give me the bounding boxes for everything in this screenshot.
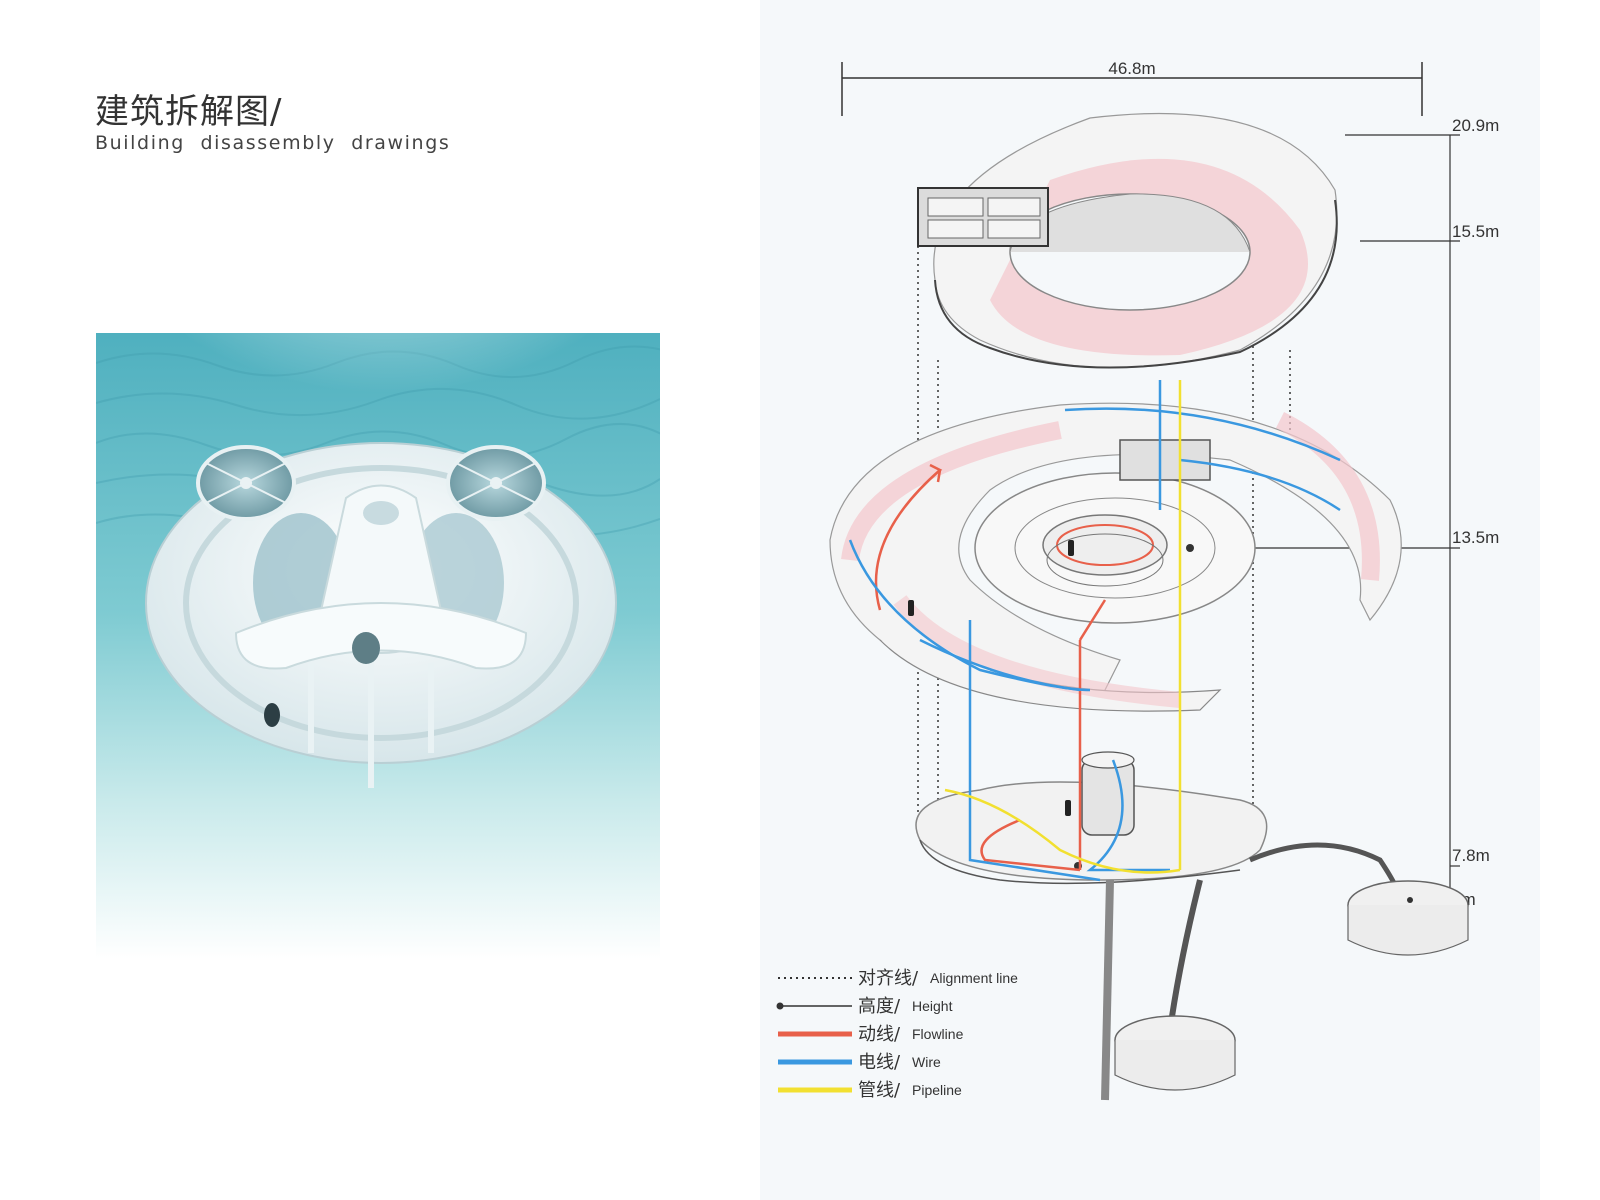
- legend-alignment-en: Alignment line: [930, 970, 1018, 986]
- render-illustration: [96, 333, 660, 959]
- base-platform: [915, 751, 1469, 1101]
- wire-paths: [848, 380, 1341, 882]
- pipeline-paths: [944, 380, 1182, 874]
- exploded-diagram: 46.8m 20.9m 15.5m 13.5m 7.8m 0m: [776, 59, 1499, 1101]
- middle-spiral-floor: [829, 402, 1402, 712]
- legend-item-pipeline: 管线/ Pipeline: [778, 1080, 962, 1101]
- exploded-diagram-panel: 46.8m 20.9m 15.5m 13.5m 7.8m 0m: [760, 0, 1540, 1200]
- flowline-paths: [874, 463, 1107, 872]
- legend-flowline-en: Flowline: [912, 1026, 964, 1042]
- legend-height-en: Height: [912, 998, 953, 1014]
- width-dimension: [841, 62, 1423, 116]
- left-fan: [196, 445, 296, 521]
- legend-item-flowline: 动线/ Flowline: [778, 1024, 964, 1045]
- legend-flowline-zh: 动线/: [858, 1024, 901, 1045]
- legend-item-wire: 电线/ Wire: [778, 1052, 941, 1073]
- underwater-render: [96, 333, 660, 959]
- legend-pipeline-en: Pipeline: [912, 1082, 962, 1098]
- top-ring: [917, 112, 1338, 369]
- legend-item-height: 高度/ Height: [776, 996, 953, 1017]
- legend-alignment-zh: 对齐线/: [858, 968, 919, 989]
- height-label-20-9: 20.9m: [1452, 116, 1499, 135]
- width-label: 46.8m: [1108, 59, 1155, 78]
- height-label-7-8: 7.8m: [1452, 846, 1490, 865]
- legend-wire-zh: 电线/: [858, 1052, 901, 1073]
- right-fan: [446, 445, 546, 521]
- title-block: 建筑拆解图/ Building disassembly drawings: [95, 92, 450, 154]
- legend-wire-en: Wire: [912, 1054, 941, 1070]
- height-label-15-5: 15.5m: [1452, 222, 1499, 241]
- title-english: Building disassembly drawings: [95, 132, 451, 154]
- legend-height-zh: 高度/: [858, 996, 901, 1017]
- legend: 对齐线/ Alignment line 高度/ Height 动线/ Flowl…: [776, 968, 1018, 1101]
- height-label-13-5: 13.5m: [1452, 528, 1499, 547]
- legend-pipeline-zh: 管线/: [858, 1080, 901, 1101]
- legend-item-alignment: 对齐线/ Alignment line: [778, 968, 1018, 989]
- title-chinese: 建筑拆解图/: [95, 92, 283, 132]
